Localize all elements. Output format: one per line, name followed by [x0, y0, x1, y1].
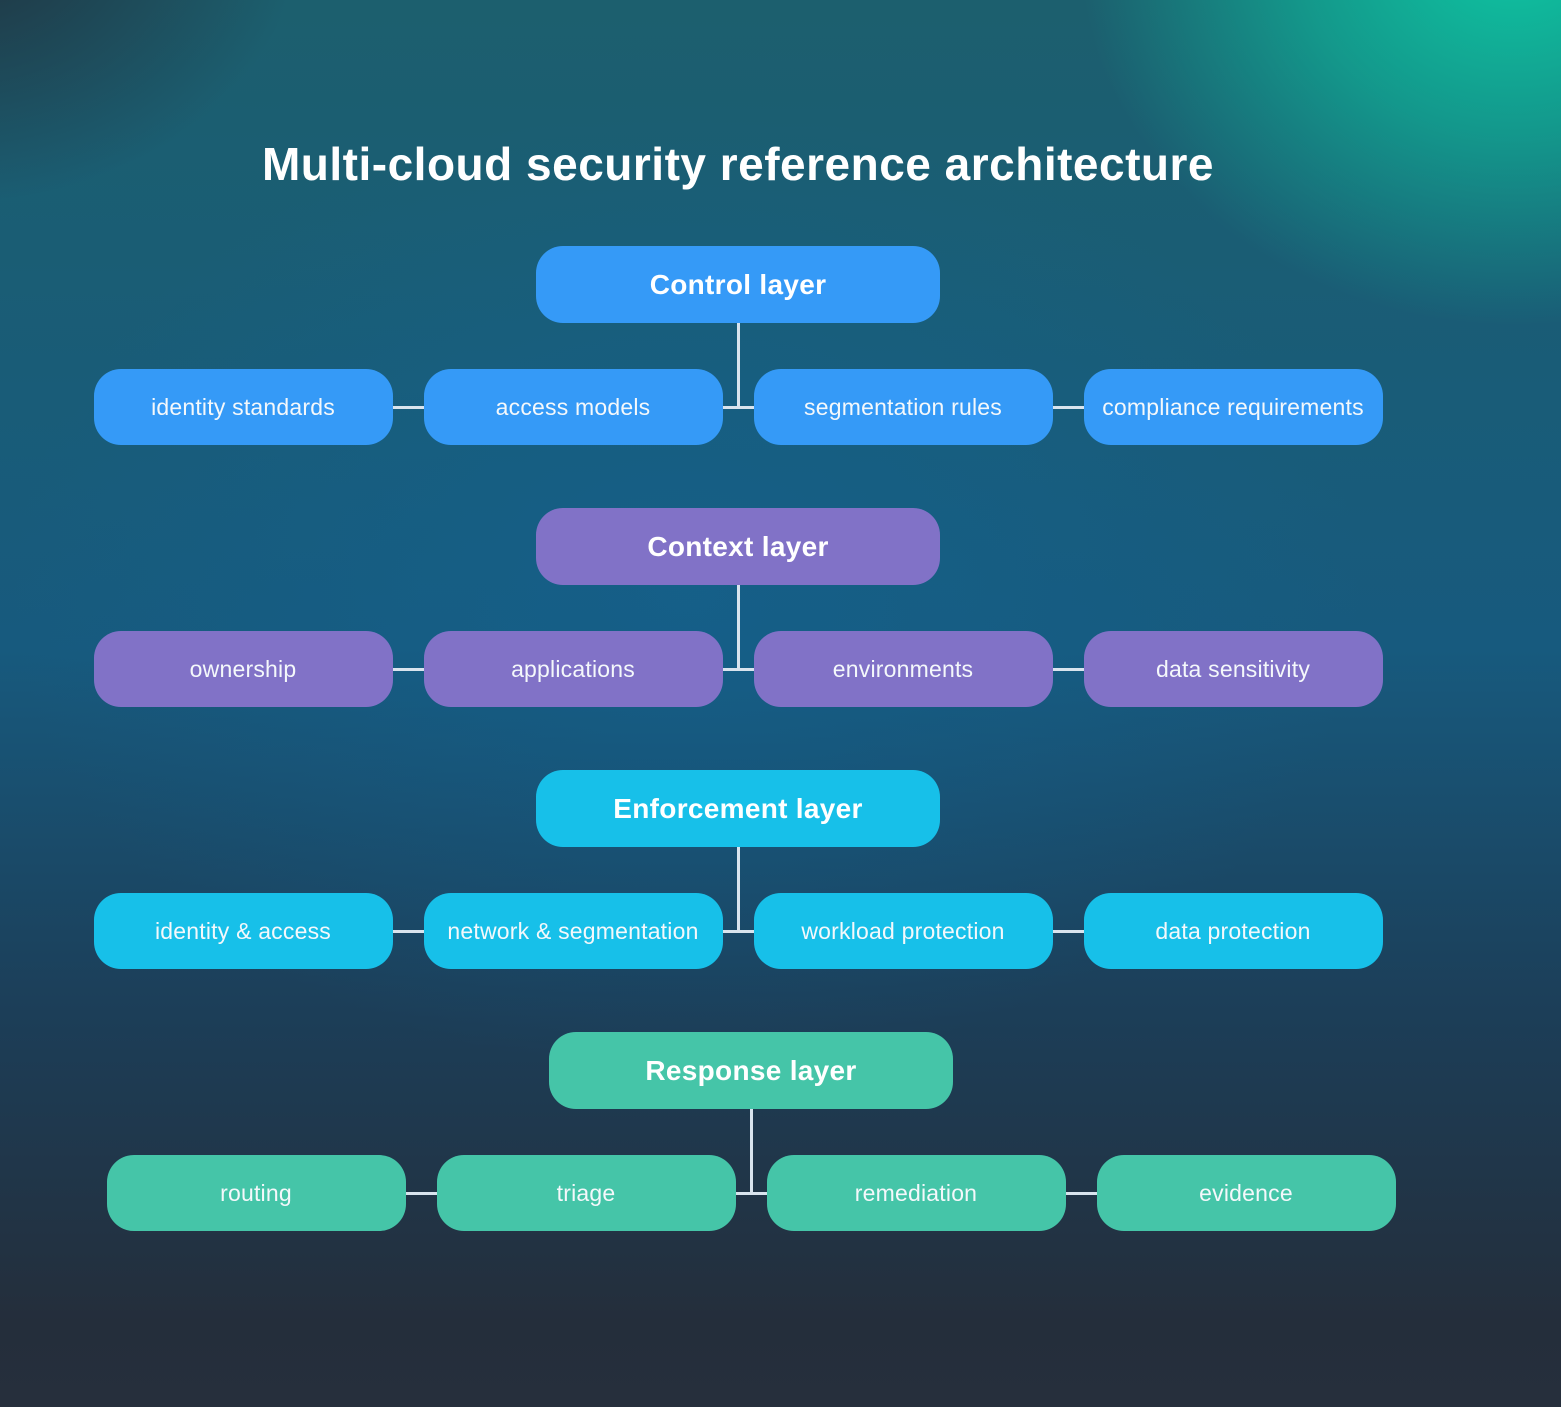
- layer-header-context-label: Context layer: [647, 530, 829, 562]
- node-label: workload protection: [801, 917, 1005, 944]
- node-label: data sensitivity: [1155, 655, 1311, 682]
- node-label: compliance requirements: [1102, 393, 1364, 420]
- node-label: remediation: [854, 1179, 978, 1206]
- node-applications: applications: [423, 631, 723, 707]
- node-segmentation-rules: segmentation rules: [753, 369, 1053, 445]
- layer-enforcement-children: identity & access network & segmentation…: [93, 893, 1383, 969]
- node-label: triage: [556, 1179, 616, 1206]
- node-triage: triage: [436, 1155, 736, 1231]
- node-label: network & segmentation: [447, 917, 699, 944]
- layer-context-children: ownership applications environments data…: [93, 631, 1383, 707]
- node-environments: environments: [753, 631, 1053, 707]
- node-evidence: evidence: [1096, 1155, 1396, 1231]
- layer-control: Control layer identity standards access …: [93, 246, 1383, 445]
- connector-vertical-response: [749, 1109, 753, 1193]
- connector-horizontal-context: [243, 667, 1233, 671]
- node-label: environments: [832, 655, 974, 682]
- node-identity-and-access: identity & access: [93, 893, 393, 969]
- node-data-sensitivity: data sensitivity: [1083, 631, 1383, 707]
- connector-horizontal-enforcement: [243, 929, 1233, 933]
- connector-vertical-context: [736, 585, 740, 669]
- node-label: identity standards: [151, 393, 335, 420]
- layer-enforcement: Enforcement layer identity & access netw…: [93, 770, 1383, 969]
- connector-vertical-control: [736, 323, 740, 407]
- node-label: access models: [495, 393, 651, 420]
- node-ownership: ownership: [93, 631, 393, 707]
- layer-header-enforcement: Enforcement layer: [536, 770, 940, 847]
- layer-response-children: routing triage remediation evidence: [106, 1155, 1396, 1231]
- node-remediation: remediation: [766, 1155, 1066, 1231]
- node-label: ownership: [189, 655, 297, 682]
- architecture-diagram: Multi-cloud security reference architect…: [93, 0, 1396, 1231]
- node-access-models: access models: [423, 369, 723, 445]
- node-label: applications: [511, 655, 635, 682]
- node-network-and-segmentation: network & segmentation: [423, 893, 723, 969]
- node-workload-protection: workload protection: [753, 893, 1053, 969]
- node-routing: routing: [106, 1155, 406, 1231]
- layer-header-control-label: Control layer: [649, 268, 827, 300]
- connector-horizontal-control: [243, 405, 1233, 409]
- layer-header-response-label: Response layer: [645, 1054, 857, 1086]
- layer-header-context: Context layer: [536, 508, 940, 585]
- layer-context: Context layer ownership applications env…: [93, 508, 1383, 707]
- diagram-title: Multi-cloud security reference architect…: [261, 138, 1214, 190]
- node-compliance-requirements: compliance requirements: [1083, 369, 1383, 445]
- node-label: routing: [220, 1179, 292, 1206]
- connector-vertical-enforcement: [736, 847, 740, 931]
- layer-header-response: Response layer: [549, 1032, 953, 1109]
- layer-header-enforcement-label: Enforcement layer: [613, 792, 863, 824]
- layer-control-children: identity standards access models segment…: [93, 369, 1383, 445]
- connector-horizontal-response: [256, 1191, 1246, 1195]
- node-identity-standards: identity standards: [93, 369, 393, 445]
- node-label: identity & access: [155, 917, 331, 944]
- node-data-protection: data protection: [1083, 893, 1383, 969]
- node-label: segmentation rules: [804, 393, 1002, 420]
- layer-header-control: Control layer: [536, 246, 940, 323]
- node-label: data protection: [1155, 917, 1311, 944]
- layer-response: Response layer routing triage remediatio…: [106, 1032, 1396, 1231]
- node-label: evidence: [1199, 1179, 1293, 1206]
